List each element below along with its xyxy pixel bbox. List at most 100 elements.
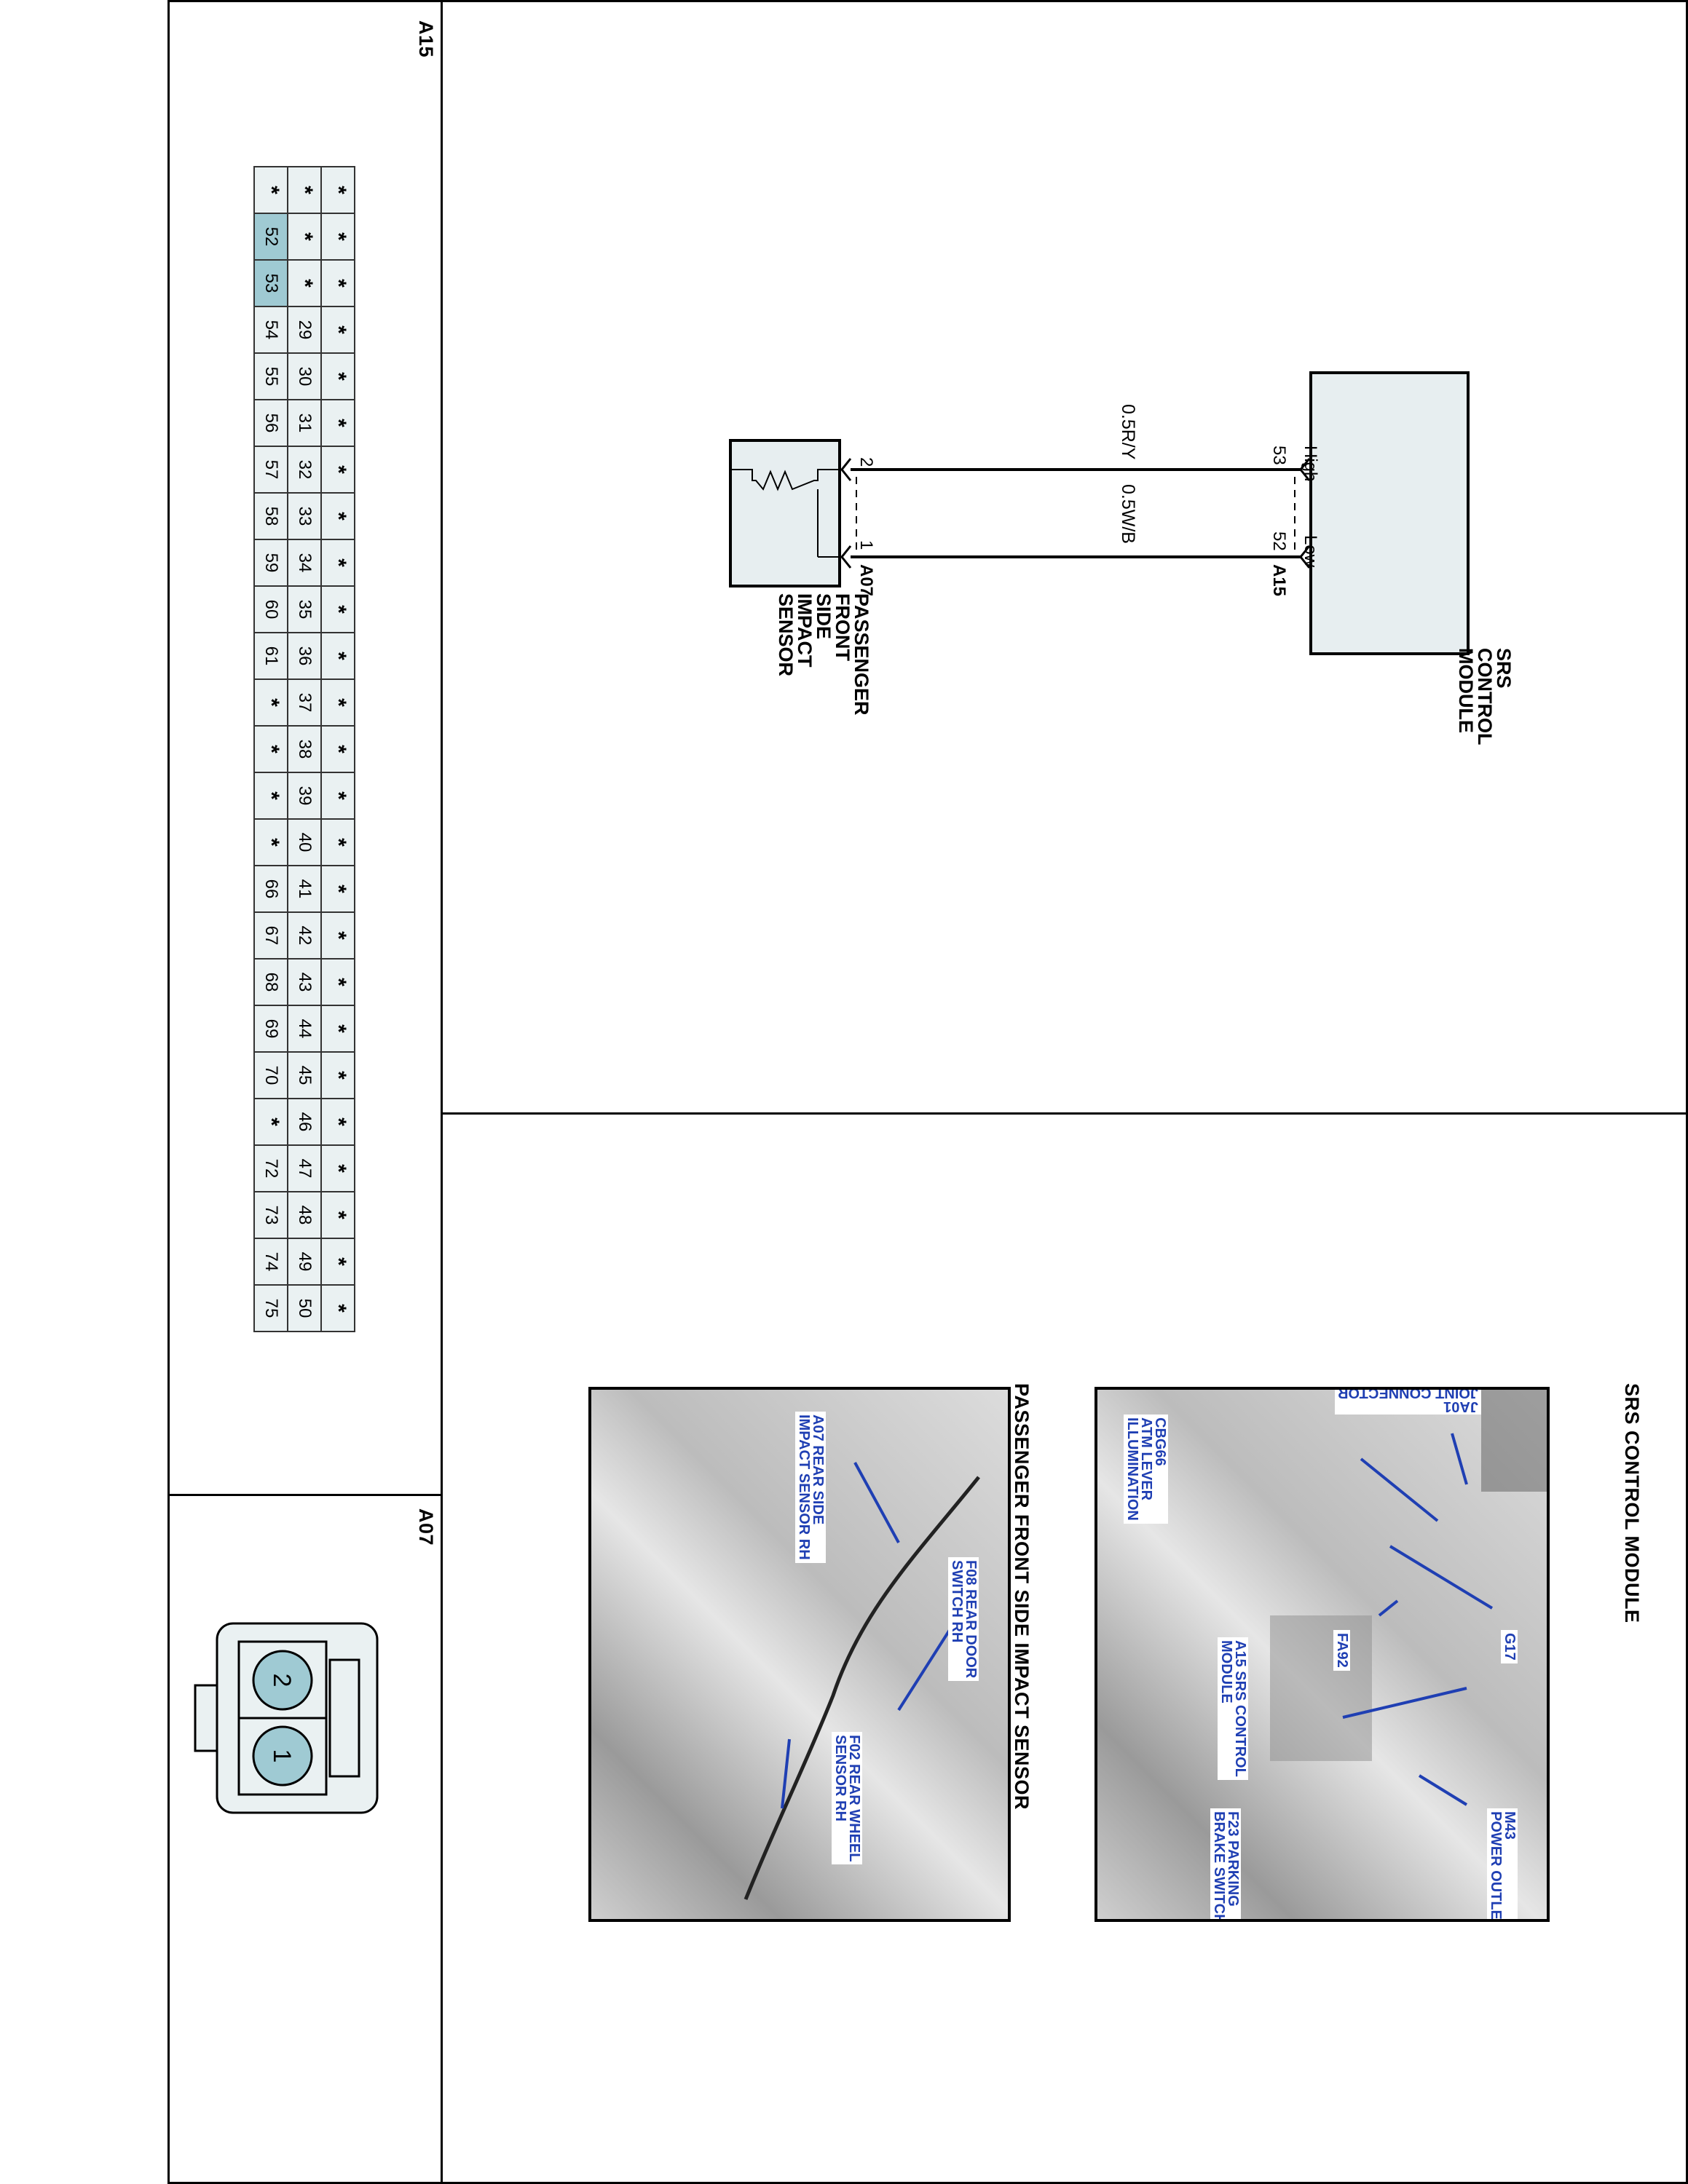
a15-pin-cell: *: [254, 679, 288, 726]
a15-pin-cell: 67: [254, 912, 288, 959]
divider-schematic-photos: [443, 1112, 1688, 1115]
a15-pin-cell: 70: [254, 1052, 288, 1099]
a07-connector-tag: A07: [856, 564, 876, 597]
divider-a15-a07: [167, 1494, 443, 1496]
a15-pin-cell: *: [321, 1052, 355, 1099]
a15-pin-cell: 69: [254, 1005, 288, 1052]
a15-pin-cell: *: [254, 726, 288, 772]
a07-pin-2: [252, 1650, 313, 1711]
a15-pin-cell: 36: [288, 633, 321, 679]
a15-pin-cell: *: [288, 260, 321, 306]
a15-pin-cell: 29: [288, 306, 321, 353]
a15-pin-cell: 60: [254, 586, 288, 633]
a15-pin-cell: 54: [254, 306, 288, 353]
a15-pin-cell: 38: [288, 726, 321, 772]
photo1-title: SRS CONTROL MODULE: [1621, 1383, 1643, 1623]
a15-pin-cell: *: [254, 819, 288, 866]
a15-pin-cell: *: [321, 167, 355, 213]
a15-pin-cell: *: [321, 1192, 355, 1238]
a15-pin-cell: *: [254, 167, 288, 213]
a15-pin-cell: 49: [288, 1238, 321, 1285]
sensor-pin-1-label: 1: [856, 540, 876, 550]
a15-pin-cell: 75: [254, 1285, 288, 1332]
a15-pin-cell: 59: [254, 539, 288, 586]
a15-pin-cell: *: [321, 1099, 355, 1145]
a15-pin-cell: 61: [254, 633, 288, 679]
a15-pin-cell: 47: [288, 1145, 321, 1192]
a15-pin-cell: *: [321, 1005, 355, 1052]
a15-pin-cell: 58: [254, 493, 288, 539]
a15-pin-cell: *: [321, 213, 355, 260]
a15-pin-cell: *: [254, 772, 288, 819]
a07-pin-1: [252, 1725, 313, 1787]
a15-pin-cell: *: [288, 213, 321, 260]
a15-pin-cell: *: [321, 866, 355, 912]
a15-pin-cell: 46: [288, 1099, 321, 1145]
a15-pin-cell: 68: [254, 959, 288, 1005]
a15-pin-cell: 37: [288, 679, 321, 726]
a15-pin-cell: 43: [288, 959, 321, 1005]
a15-pin-cell: *: [321, 633, 355, 679]
callout-fa92: FA92: [1333, 1630, 1350, 1671]
a15-pin-cell: *: [321, 679, 355, 726]
a15-pin-cell: 30: [288, 353, 321, 400]
a07-connector-face: 2 1: [194, 1622, 379, 1814]
callout-f02: F02 REAR WHEEL SENSOR RH: [832, 1732, 862, 1865]
impact-sensor-photo: A07 REAR SIDE IMPACT SENSOR RH F08 REAR …: [588, 1387, 1011, 1922]
srs-module-photo: JA01 JOINT CONNECTOR CBG66 ATM LEVER ILL…: [1095, 1387, 1550, 1922]
photo2-title: PASSENGER FRONT SIDE IMPACT SENSOR: [1011, 1383, 1033, 1811]
a15-pin-cell: 39: [288, 772, 321, 819]
a15-pin-cell: *: [321, 959, 355, 1005]
a15-pin-cell: *: [321, 353, 355, 400]
sensor-pin-2-label: 2: [856, 457, 876, 467]
a15-pin-cell: 57: [254, 446, 288, 493]
a15-pin-cell: 35: [288, 586, 321, 633]
a15-pin-cell: 56: [254, 400, 288, 446]
a15-pin-cell: *: [321, 1238, 355, 1285]
a15-pin-cell: *: [321, 446, 355, 493]
wire-low-label: 0.5W/B: [1118, 484, 1138, 544]
a15-pin-cell: 33: [288, 493, 321, 539]
wire-high-label: 0.5R/Y: [1118, 404, 1138, 460]
a15-pin-cell: *: [254, 1099, 288, 1145]
a15-pin-cell: 45: [288, 1052, 321, 1099]
impact-sensor-label: PASSENGER FRONT SIDE IMPACT SENSOR: [775, 593, 872, 716]
a15-pin-cell: *: [321, 1145, 355, 1192]
a15-pin-cell: 72: [254, 1145, 288, 1192]
a15-pin-cell: *: [288, 167, 321, 213]
photo2-arrows: [744, 1462, 980, 1900]
callout-cbg66: CBG66 ATM LEVER ILLUMINATION: [1124, 1415, 1168, 1524]
a15-pin-row: *************************: [321, 167, 355, 1332]
terminal-sensor-2: [840, 458, 852, 481]
a15-pin-cell: 31: [288, 400, 321, 446]
a15-pin-cell: *: [321, 1285, 355, 1332]
a15-pin-cell: *: [321, 400, 355, 446]
a07-view-header: A07: [415, 1508, 437, 1546]
a15-pin-cell: *: [321, 260, 355, 306]
a15-pin-cell: *: [321, 586, 355, 633]
a15-pin-cell: 52: [254, 213, 288, 260]
terminal-sensor-1: [840, 545, 852, 569]
a15-view-header: A15: [415, 20, 437, 58]
a07-pin-1-label: 1: [268, 1749, 296, 1763]
terminal-52: [1299, 545, 1311, 569]
a15-pin-cell: *: [321, 726, 355, 772]
callout-g17: G17: [1501, 1630, 1518, 1663]
a15-pin-cell: 32: [288, 446, 321, 493]
terminal-53: [1299, 458, 1311, 481]
a15-pin-cell: 41: [288, 866, 321, 912]
a07-pin-2-label: 2: [268, 1674, 296, 1688]
a15-pin-cell: 50: [288, 1285, 321, 1332]
callout-f23: F23 PARKING BRAKE SWITCH: [1210, 1808, 1241, 1922]
a15-pin-cell: *: [321, 306, 355, 353]
a15-pin-cell: *: [321, 912, 355, 959]
callout-m43: M43 POWER OUTLET: [1487, 1808, 1518, 1922]
a15-pin-cell: 42: [288, 912, 321, 959]
a15-pin-cell: *: [321, 772, 355, 819]
callout-f08: F08 REAR DOOR SWITCH RH: [948, 1557, 979, 1682]
a15-pin-cell: 74: [254, 1238, 288, 1285]
